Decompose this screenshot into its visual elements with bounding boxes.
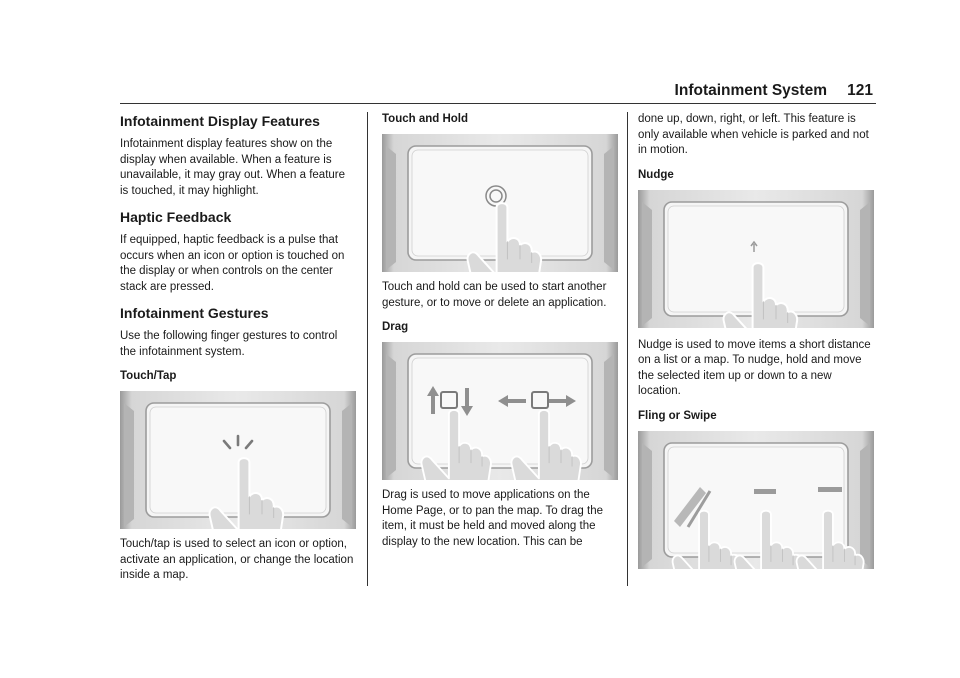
heading-haptic-feedback: Haptic Feedback xyxy=(120,209,232,225)
column-1: Infotainment Display Features Infotainme… xyxy=(120,112,356,593)
section-title: Infotainment System xyxy=(674,82,827,99)
text-display-features: Infotainment display features show on th… xyxy=(120,138,346,197)
column-3: done up, down, right, or left. This feat… xyxy=(638,112,874,579)
heading-touch-and-hold: Touch and Hold xyxy=(382,113,469,125)
heading-touch-tap: Touch/Tap xyxy=(120,370,177,382)
page-number: 121 xyxy=(847,82,873,99)
column-divider-2 xyxy=(627,112,628,586)
text-nudge: Nudge is used to move items a short dist… xyxy=(638,338,871,398)
text-haptic-feedback: If equipped, haptic feedback is a pulse … xyxy=(120,234,345,293)
heading-drag: Drag xyxy=(382,321,409,333)
touch-and-hold-illustration xyxy=(382,134,618,272)
text-touch-tap: Touch/tap is used to select an icon or o… xyxy=(120,538,354,581)
text-touch-and-hold: Touch and hold can be used to start anot… xyxy=(382,281,607,309)
column-2: Touch and Hold Touch and hold can be use… xyxy=(382,112,618,559)
header-rule xyxy=(120,103,876,104)
nudge-illustration xyxy=(638,189,874,328)
drag-illustration xyxy=(382,342,618,480)
text-drag: Drag is used to move applications on the… xyxy=(382,489,603,548)
text-drag-continued: done up, down, right, or left. This feat… xyxy=(638,113,869,156)
fling-swipe-illustration xyxy=(638,430,874,569)
text-gestures: Use the following finger gestures to con… xyxy=(120,330,338,358)
heading-infotainment-gestures: Infotainment Gestures xyxy=(120,305,269,321)
heading-nudge: Nudge xyxy=(638,168,674,181)
heading-fling-swipe: Fling or Swipe xyxy=(638,409,717,422)
touch-tap-illustration xyxy=(120,391,356,529)
column-divider-1 xyxy=(367,112,368,586)
heading-display-features: Infotainment Display Features xyxy=(120,113,320,129)
